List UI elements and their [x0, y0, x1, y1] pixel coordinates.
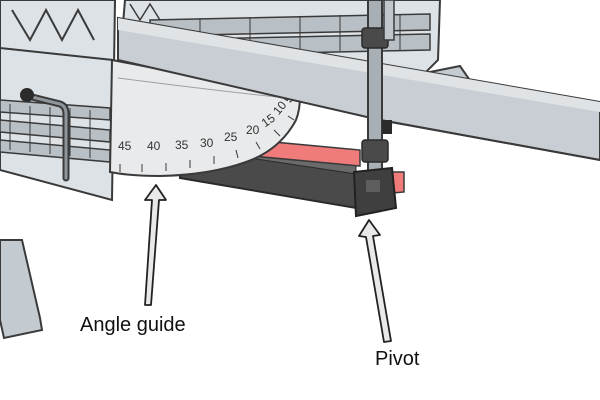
angle-guide-label: Angle guide: [80, 314, 186, 336]
vertical-rod: [361, 0, 395, 187]
lock-handle: [20, 88, 70, 182]
scale-mark-20: 20: [246, 123, 260, 137]
angle-guide-arrow: [144, 184, 167, 306]
pivot-label: Pivot: [375, 348, 420, 370]
scale-mark-40: 40: [147, 139, 161, 153]
scale-mark-45: 45: [118, 139, 132, 153]
left-leg: [0, 239, 44, 340]
pivot-arrow: [358, 219, 392, 343]
scale-mark-30: 30: [200, 136, 214, 150]
pivot-block: [352, 166, 398, 218]
scale-mark-35: 35: [175, 138, 189, 152]
angle-scale: 45 40 35 30 25 20 15 10 5: [118, 93, 296, 153]
scale-mark-25: 25: [224, 130, 238, 144]
blade-bar: [117, 16, 600, 162]
